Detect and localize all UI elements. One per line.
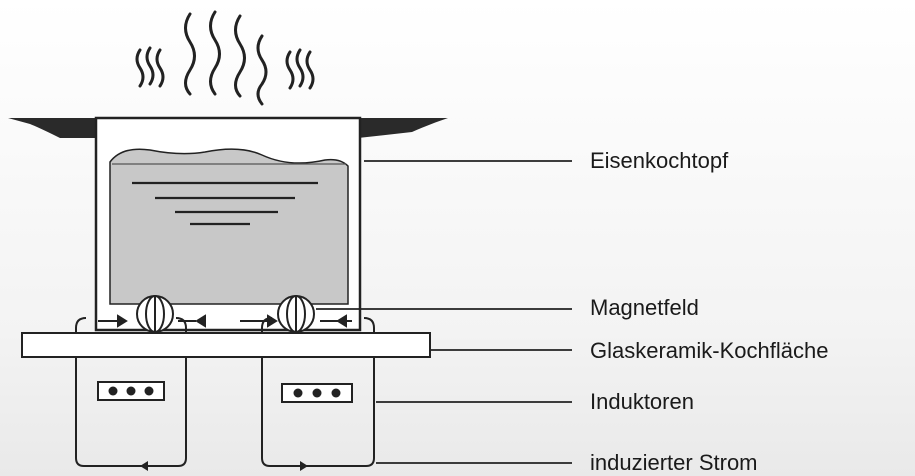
label-magnetic-field: Magnetfeld [590, 295, 699, 320]
magnetic-field-left [136, 295, 174, 333]
label-pot: Eisenkochtopf [590, 148, 729, 173]
heat-lines [132, 181, 318, 226]
water [109, 148, 349, 305]
inductor-right-coils [293, 388, 341, 398]
label-cooktop: Glaskeramik-Kochfläche [590, 338, 829, 363]
steam-icon [135, 10, 315, 106]
label-induced-current: induzierter Strom [590, 450, 758, 475]
field-arrows [98, 314, 352, 328]
pot-handles [8, 118, 448, 138]
leader-lines [316, 160, 572, 464]
label-inductors: Induktoren [590, 389, 694, 414]
glass-ceramic-cooktop [21, 332, 431, 358]
inductor-left-coils [108, 386, 154, 396]
magnetic-field-right [277, 295, 315, 333]
induced-current-arrows [140, 461, 308, 471]
